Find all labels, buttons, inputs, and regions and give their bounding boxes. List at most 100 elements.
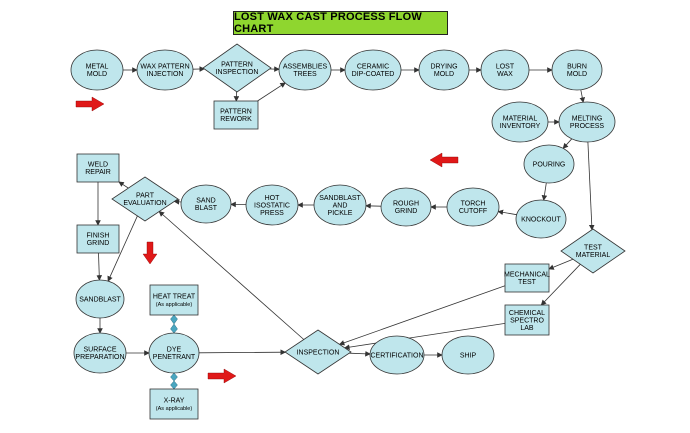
flow-arrow-part-evaluation-to-weld-repair — [118, 181, 129, 189]
node-label: (As applicable) — [156, 406, 193, 412]
node-label: PART — [136, 193, 155, 200]
node-label: BLAST — [195, 205, 218, 212]
flow-arrow-dye-penetrant-to-inspection — [198, 349, 287, 356]
node-label: EVALUATION — [123, 200, 166, 207]
flow-arrow-part-evaluation-to-sandblast — [107, 215, 138, 282]
node-label: CUTOFF — [459, 208, 487, 215]
flow-arrow-burn-mold-to-melting-process — [579, 89, 586, 103]
flow-arrow-inspection-to-part-evaluation — [158, 210, 305, 340]
node-label: METAL — [86, 64, 109, 71]
node-label: HEAT TREAT — [153, 294, 196, 301]
node-label: X-RAY — [164, 398, 185, 405]
node-sand-blast: SANDBLAST — [180, 184, 232, 224]
red-arrow-right-4 — [207, 368, 237, 384]
flow-arrow-knockout-to-torch-cutoff — [497, 209, 517, 216]
red-arrow-right-1 — [75, 96, 105, 112]
node-label: TEST — [584, 245, 603, 252]
node-label: LAB — [520, 325, 534, 332]
node-label: INVENTORY — [500, 123, 541, 130]
node-label: SAND — [196, 198, 215, 205]
node-label: DYE — [167, 347, 182, 354]
node-label: TORCH — [461, 201, 486, 208]
node-label: HOT — [265, 195, 281, 202]
node-label: PROCESS — [570, 123, 605, 130]
node-label: CERAMIC — [357, 64, 389, 71]
node-label: PICKLE — [328, 210, 353, 217]
node-label: GRIND — [395, 208, 418, 215]
node-label: INSPECTION — [297, 349, 340, 356]
optional-link-dye-penetrant-x-ray — [170, 372, 178, 390]
node-ship: SHIP — [441, 335, 495, 375]
connector-arrows — [95, 66, 595, 390]
node-label: INJECTION — [147, 71, 184, 78]
node-label: TREES — [293, 71, 317, 78]
node-label: MECHANICAL — [504, 272, 550, 279]
node-label: PATTERN — [220, 109, 252, 116]
node-label: PREPARATION — [75, 354, 124, 361]
node-label: WAX — [497, 71, 513, 78]
red-arrow-down-3 — [142, 241, 158, 265]
node-label: WELD — [88, 162, 108, 169]
chart-title: LOST WAX CAST PROCESS FLOW CHART — [233, 11, 448, 35]
node-label: GRIND — [87, 240, 110, 247]
node-label: ASSEMBLIES — [283, 64, 328, 71]
node-label: WAX PATTERN — [140, 64, 189, 71]
node-label: KNOCKOUT — [521, 216, 561, 223]
red-arrow-left-2 — [429, 152, 459, 168]
flow-arrow-inspection-to-certification — [349, 351, 371, 357]
node-label: REPAIR — [85, 169, 111, 176]
node-label: MOLD — [567, 71, 587, 78]
node-inspection: INSPECTION — [284, 329, 352, 375]
node-label: SHIP — [460, 352, 477, 359]
node-label: LOST — [496, 64, 515, 71]
node-label: BURN — [567, 64, 587, 71]
node-label: FINISH — [87, 233, 110, 240]
node-label: PATTERN — [221, 62, 253, 69]
optional-link-heat-treat-dye-penetrant — [170, 314, 178, 334]
node-label: SANDBLAST — [319, 195, 361, 202]
node-certification: CERTIFICATION — [369, 335, 425, 375]
node-label: PRESS — [260, 210, 284, 217]
node-label: (As applicable) — [156, 302, 193, 308]
node-label: AND — [333, 202, 348, 209]
flow-arrow-melting-process-to-pouring — [562, 138, 573, 149]
node-x-ray: X-RAY(As applicable) — [149, 388, 199, 420]
node-label: MATERIAL — [576, 252, 611, 259]
node-label: SURFACE — [83, 347, 116, 354]
flow-arrow-sand-blast-to-part-evaluation — [173, 199, 182, 205]
flow-arrow-test-material-to-mechanical-test — [548, 258, 574, 270]
node-label: MOLD — [434, 71, 454, 78]
node-label: ROUGH — [393, 201, 419, 208]
node-label: TEST — [518, 279, 537, 286]
flow-arrow-pattern-rework-to-assemblies-trees — [257, 82, 286, 102]
node-label: MELTING — [572, 116, 603, 123]
node-label: SANDBLAST — [79, 296, 121, 303]
flow-arrow-test-material-to-chemical-spectro-lab — [540, 264, 581, 306]
node-label: DRYING — [430, 64, 457, 71]
node-label: MOLD — [87, 71, 107, 78]
flow-arrow-chemical-spectro-lab-to-inspection — [344, 323, 506, 350]
node-label: DIP-COATED — [352, 71, 395, 78]
node-label: CHEMICAL — [509, 310, 545, 317]
flow-arrow-pouring-to-knockout — [541, 182, 548, 201]
node-label: POURING — [533, 161, 566, 168]
node-knockout: KNOCKOUT — [515, 199, 567, 239]
node-label: CERTIFICATION — [370, 352, 423, 359]
node-heat-treat: HEAT TREAT(As applicable) — [149, 284, 199, 316]
